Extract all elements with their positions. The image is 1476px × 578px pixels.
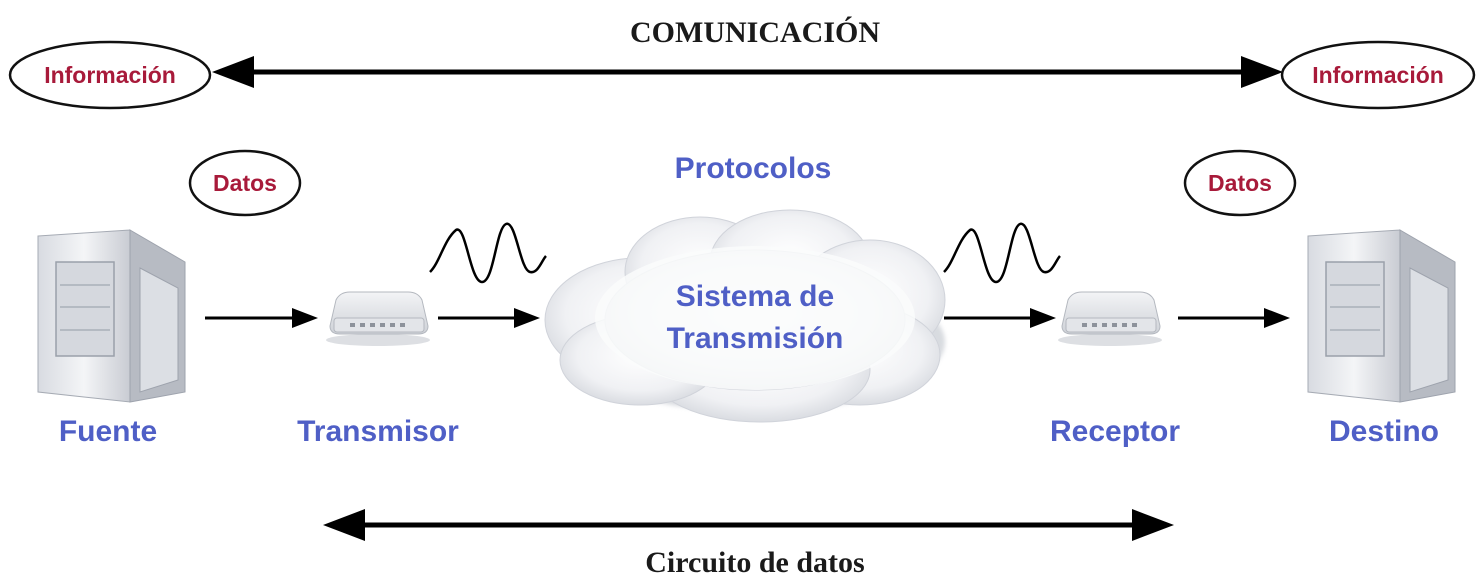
receiver-modem-icon: [1058, 291, 1162, 346]
arrow-source-to-transmitter: [205, 308, 318, 328]
info-left-label: Información: [44, 62, 176, 88]
data-oval-left: Datos: [188, 149, 302, 217]
source-computer-icon: [37, 229, 186, 403]
arrow-cloud-to-receiver: [944, 308, 1056, 328]
communication-arrow: [212, 56, 1283, 88]
data-circuit-arrow: [323, 509, 1174, 541]
transmission-system-line2: Transmisión: [667, 322, 844, 355]
data-right-label: Datos: [1208, 170, 1272, 196]
info-oval-left: Información: [8, 40, 212, 110]
transmitter-modem-icon: [326, 291, 430, 346]
info-right-label: Información: [1312, 62, 1444, 88]
info-oval-right: Información: [1280, 40, 1476, 110]
transmitter-label: Transmisor: [297, 415, 459, 448]
cloud-icon: [544, 209, 946, 423]
signal-wave-left: [429, 222, 547, 284]
data-left-label: Datos: [213, 170, 277, 196]
arrow-receiver-to-destination: [1178, 308, 1290, 328]
source-label: Fuente: [59, 415, 157, 448]
destination-label: Destino: [1329, 415, 1439, 448]
transmission-system-line1: Sistema de: [676, 280, 834, 313]
signal-wave-right: [943, 222, 1061, 284]
communication-title: COMUNICACIÓN: [630, 16, 880, 49]
protocols-label: Protocolos: [675, 152, 832, 185]
destination-computer-icon: [1307, 229, 1456, 403]
arrow-transmitter-to-cloud: [438, 308, 540, 328]
data-circuit-label: Circuito de datos: [645, 546, 864, 578]
receiver-label: Receptor: [1050, 415, 1180, 448]
data-oval-right: Datos: [1183, 149, 1297, 217]
